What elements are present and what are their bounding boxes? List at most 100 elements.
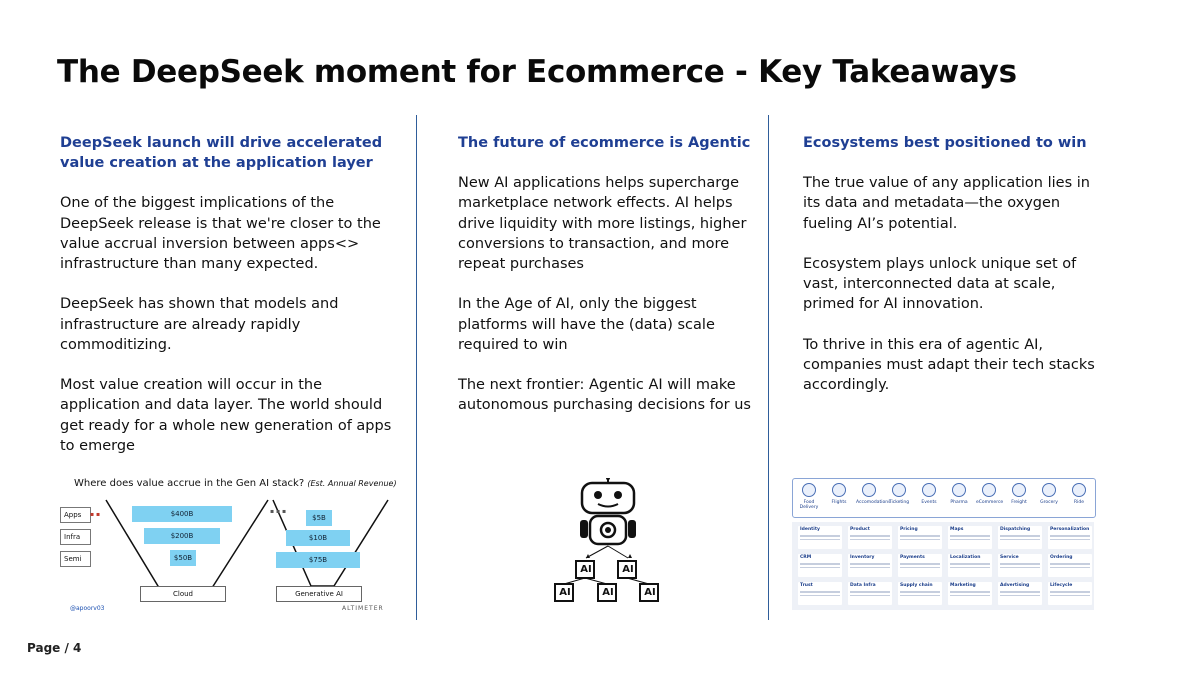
vertical-label: Grocery (1040, 500, 1058, 505)
capability-label: Supply chain (900, 583, 933, 588)
column-paragraph: Most value creation will occur in the ap… (60, 377, 392, 454)
capability-label: Maps (950, 527, 964, 532)
vertical-label: Flights (831, 500, 847, 505)
layer-semi: Semi (60, 551, 91, 567)
capability-label: Marketing (950, 583, 976, 588)
vertical-ecommerce: eCommerce (976, 483, 1004, 505)
vertical-grocery: Grocery (1036, 483, 1062, 505)
figure-title: Where does value accrue in the Gen AI st… (74, 478, 397, 489)
capability-cell: Localization (948, 554, 992, 577)
capability-label: Service (1000, 555, 1019, 560)
capability-label: Trust (800, 583, 813, 588)
right-bar-infra: $10B (286, 530, 350, 546)
column-value-creation: DeepSeek launch will drive accelerated v… (60, 133, 405, 476)
capability-cell: Service (998, 554, 1042, 577)
capability-label: Identity (800, 527, 820, 532)
capability-cell: Product (848, 526, 892, 549)
vertical-label: Accomodations (856, 500, 891, 505)
left-bar-semi: $50B (170, 550, 196, 566)
capability-cell: Inventory (848, 554, 892, 577)
ticketing-icon (892, 483, 906, 497)
column-agentic: The future of ecommerce is Agentic New A… (458, 133, 758, 436)
left-bar-apps: $400B (132, 506, 232, 522)
vertical-ride: Ride (1066, 483, 1092, 505)
ai-label: AI (559, 587, 571, 598)
vertical-events: Events (916, 483, 942, 505)
ecosystem-capability-grid: Identity Product Pricing Maps Dispatchin… (792, 522, 1094, 610)
capability-label: Lifecycle (1050, 583, 1073, 588)
capability-label: Ordering (1050, 555, 1073, 560)
column-divider-1 (416, 115, 417, 620)
ai-label: AI (622, 564, 634, 575)
capability-cell: Pricing (898, 526, 942, 549)
capability-label: Product (850, 527, 870, 532)
column-paragraph: In the Age of AI, only the biggest platf… (458, 296, 715, 353)
capability-label: Payments (900, 555, 925, 560)
ecommerce-icon (982, 483, 996, 497)
capability-cell: Dispatching (998, 526, 1042, 549)
layer-apps: Apps (60, 507, 91, 523)
capability-cell: Maps (948, 526, 992, 549)
generative-ai-label: Generative AI (276, 586, 362, 602)
vertical-freight: Freight (1006, 483, 1032, 505)
vertical-pharma: Pharma (946, 483, 972, 505)
grocery-icon (1042, 483, 1056, 497)
ai-label: AI (644, 587, 656, 598)
flights-icon (832, 483, 846, 497)
altimeter-brand: ALTIMETER (342, 605, 384, 612)
right-bar-apps: $5B (306, 510, 332, 526)
capability-label: Advertising (1000, 583, 1030, 588)
food-delivery-icon (802, 483, 816, 497)
value-stack-figure: Where does value accrue in the Gen AI st… (58, 478, 397, 616)
capability-cell: Data Infra (848, 582, 892, 605)
capability-label: Pricing (900, 527, 918, 532)
capability-cell: Payments (898, 554, 942, 577)
capability-cell: Advertising (998, 582, 1042, 605)
capability-cell: Marketing (948, 582, 992, 605)
company-logos-left: ▪ ▪ (90, 511, 101, 518)
ride-icon (1072, 483, 1086, 497)
capability-label: Dispatching (1000, 527, 1031, 532)
capability-cell: CRM (798, 554, 842, 577)
capability-cell: Lifecycle (1048, 582, 1092, 605)
capability-label: Data Infra (850, 583, 876, 588)
capability-label: Localization (950, 555, 981, 560)
capability-label: CRM (800, 555, 812, 560)
author-handle: @apoorv03 (70, 605, 105, 612)
vertical-food-delivery: Food Delivery (796, 483, 822, 510)
figure-title-text: Where does value accrue in the Gen AI st… (74, 478, 305, 489)
capability-cell: Ordering (1048, 554, 1092, 577)
vertical-label: Pharma (950, 500, 968, 505)
ecosystem-figure: Food Delivery Flights Accomodations Tick… (790, 476, 1096, 612)
capability-label: Personalization (1050, 527, 1090, 532)
column-paragraph: To thrive in this era of agentic AI, com… (803, 336, 1095, 394)
vertical-label: Ride (1073, 500, 1084, 505)
capability-cell: Supply chain (898, 582, 942, 605)
column-paragraph: DeepSeek has shown that models and infra… (60, 296, 339, 353)
freight-icon (1012, 483, 1026, 497)
pharma-icon (952, 483, 966, 497)
robot-icon (554, 478, 659, 602)
figure-subtitle: (Est. Annual Revenue) (307, 479, 397, 488)
column-divider-2 (768, 115, 769, 620)
agentic-robot-figure: AI AI AI AI AI (550, 478, 668, 608)
ai-label: AI (602, 587, 614, 598)
ecosystem-verticals-bar: Food Delivery Flights Accomodations Tick… (792, 478, 1096, 518)
column-paragraph: The next frontier: Agentic AI will make … (458, 377, 751, 414)
column-paragraph: New AI applications helps supercharge ma… (458, 175, 747, 273)
column-heading: Ecosystems best positioned to win (803, 135, 1087, 151)
capability-cell: Trust (798, 582, 842, 605)
vertical-flights: Flights (826, 483, 852, 505)
column-paragraph: One of the biggest implications of the D… (60, 195, 381, 273)
vertical-label: Events (921, 500, 937, 505)
vertical-label: Freight (1011, 500, 1027, 505)
accomodations-icon (862, 483, 876, 497)
ai-label: AI (580, 564, 592, 575)
vertical-label: Food Delivery (799, 500, 819, 510)
capability-cell: Personalization (1048, 526, 1092, 549)
capability-label: Inventory (850, 555, 875, 560)
vertical-label: Ticketing (888, 500, 910, 505)
column-paragraph: Ecosystem plays unlock unique set of vas… (803, 256, 1077, 313)
column-heading: DeepSeek launch will drive accelerated v… (60, 135, 383, 172)
vertical-label: eCommerce (976, 500, 1004, 505)
